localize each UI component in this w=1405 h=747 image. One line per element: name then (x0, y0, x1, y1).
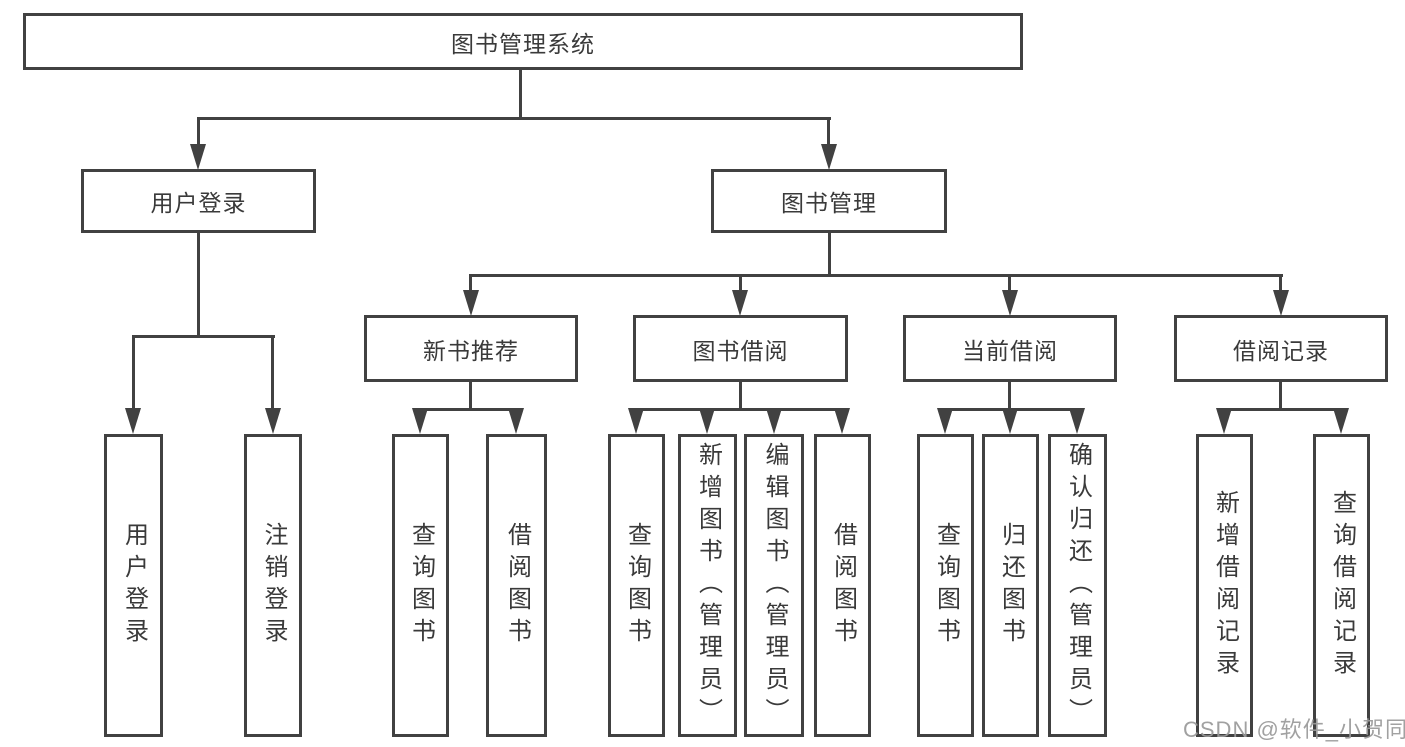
leaf-bb-edit-book-admin: 编辑图书（管理员） (744, 434, 804, 737)
arrow-to-br-add-record (1216, 408, 1232, 434)
leaf-br-add-record: 新增借阅记录 (1196, 434, 1253, 737)
node-borrowing-records: 借阅记录 (1174, 315, 1388, 382)
arrow-to-rec-borrow-book (508, 408, 524, 434)
connector-level1-hline (197, 117, 831, 120)
arrow-to-bb-add-book (699, 408, 715, 434)
leaf-cb-return-book: 归还图书 (982, 434, 1039, 737)
node-book-borrowing: 图书借阅 (633, 315, 848, 382)
connector-records-down (1279, 382, 1282, 410)
arrow-to-cb-query-book (937, 408, 953, 434)
node-user-login: 用户登录 (81, 169, 316, 233)
connector-newbook-down (469, 382, 472, 410)
node-new-book-recommendation: 新书推荐 (364, 315, 578, 382)
connector-borrowing-down (739, 382, 742, 410)
arrow-to-bb-query-book (628, 408, 644, 434)
csdn-watermark: CSDN @软件_小贺同学 (1183, 717, 1405, 742)
connector-records-stem (1279, 274, 1282, 292)
arrow-to-rec-query-book (412, 408, 428, 434)
node-library-management-system: 图书管理系统 (23, 13, 1023, 70)
leaf-user-login: 用户登录 (104, 434, 163, 737)
arrow-to-borrowing-records (1273, 290, 1289, 316)
arrow-to-bb-edit-book (766, 408, 782, 434)
leaf-br-query-record: 查询借阅记录 (1313, 434, 1370, 737)
connector-newbook-stem (469, 274, 472, 292)
connector-current-down (1008, 382, 1011, 410)
node-current-borrowing: 当前借阅 (903, 315, 1117, 382)
connector-root-stem (519, 70, 522, 118)
arrow-to-new-book-rec (463, 290, 479, 316)
connector-level2-hline (470, 274, 1283, 277)
arrow-to-user-login (190, 144, 206, 170)
leaf-bb-query-book: 查询图书 (608, 434, 665, 737)
leaf-logout: 注销登录 (244, 434, 302, 737)
connector-newbook-hline (419, 408, 518, 411)
connector-userlogin-down (197, 233, 200, 337)
arrow-to-leaf-user-login (125, 408, 141, 434)
connector-borrowing-stem (739, 274, 742, 292)
connector-bookmgmt-stem (827, 117, 830, 147)
connector-leaf-logout-stem (271, 335, 274, 411)
leaf-rec-query-book: 查询图书 (392, 434, 449, 737)
arrow-to-br-query-record (1333, 408, 1349, 434)
connector-current-stem (1008, 274, 1011, 292)
leaf-cb-query-book: 查询图书 (917, 434, 974, 737)
connector-borrowing-hline (635, 408, 844, 411)
connector-userlogin-hline (132, 335, 275, 338)
node-book-management: 图书管理 (711, 169, 947, 233)
arrow-to-leaf-logout (265, 408, 281, 434)
arrow-to-cb-confirm-return (1069, 408, 1085, 434)
arrow-to-current-borrowing (1002, 290, 1018, 316)
connector-userlogin-stem (197, 117, 200, 147)
arrow-to-book-management (821, 144, 837, 170)
connector-bookmgmt-down (828, 233, 831, 277)
arrow-to-cb-return-book (1002, 408, 1018, 434)
leaf-bb-borrow-book: 借阅图书 (814, 434, 871, 737)
leaf-bb-add-book-admin: 新增图书（管理员） (678, 434, 737, 737)
arrow-to-book-borrowing (732, 290, 748, 316)
leaf-rec-borrow-book: 借阅图书 (486, 434, 547, 737)
leaf-cb-confirm-return-admin: 确认归还（管理员） (1048, 434, 1107, 737)
connector-records-hline (1223, 408, 1343, 411)
connector-leaf-login-stem (132, 335, 135, 411)
arrow-to-bb-borrow-book (834, 408, 850, 434)
